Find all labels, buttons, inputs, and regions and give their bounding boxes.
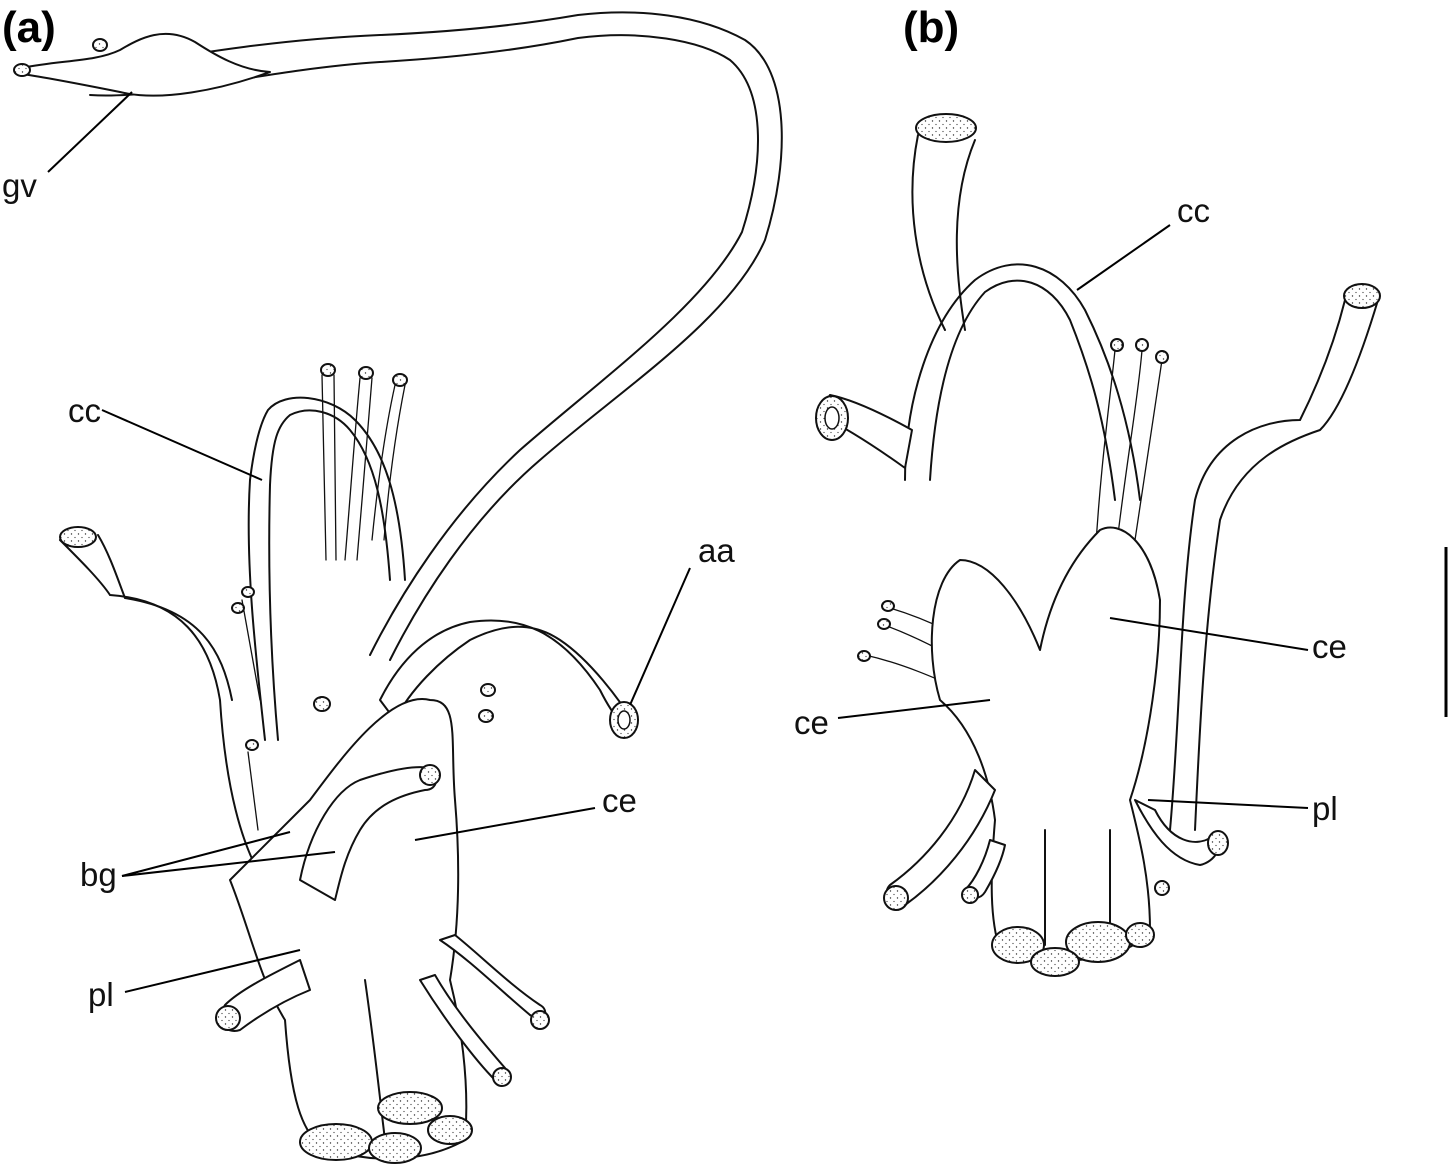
label-ce-b-left: ce bbox=[794, 704, 829, 741]
heart-ridge bbox=[364, 979, 386, 1141]
tube-2 bbox=[344, 377, 361, 561]
bg-branch-end bbox=[419, 764, 441, 786]
lower-left-limb-end bbox=[215, 1005, 241, 1031]
tube-end-aa2 bbox=[478, 709, 494, 723]
leader-ce-b-left bbox=[837, 699, 991, 719]
b-tube-3 bbox=[1134, 359, 1163, 541]
tube-1-end bbox=[320, 363, 336, 377]
bottom-cut-2 bbox=[377, 1091, 443, 1125]
left-limb-cut bbox=[59, 526, 97, 548]
b-small-tube-3-end bbox=[857, 650, 871, 662]
panel-a-drawing bbox=[13, 11, 783, 1164]
b-lower-left-limb-end bbox=[883, 885, 909, 911]
b-cc-loop-outer bbox=[904, 263, 1141, 501]
tube-2b bbox=[356, 377, 373, 561]
leader-pl-b bbox=[1147, 799, 1309, 809]
small-tube-end-1 bbox=[241, 586, 255, 598]
b-tube-1-end bbox=[1110, 338, 1124, 352]
panel-b-drawing bbox=[815, 113, 1381, 977]
b-side-vessel-lumen bbox=[824, 406, 840, 430]
tube-2-end bbox=[358, 366, 374, 380]
leader-aa bbox=[629, 567, 691, 706]
tube-1b bbox=[333, 374, 337, 561]
small-tube-1 bbox=[241, 599, 261, 701]
gv-swelling bbox=[21, 32, 271, 97]
leader-cc-a bbox=[101, 409, 263, 481]
leader-cc-b bbox=[1076, 224, 1171, 291]
panel-b-title: (b) bbox=[903, 3, 959, 52]
left-limb-inner bbox=[97, 534, 233, 701]
b-bottom-cut-1 bbox=[991, 926, 1045, 964]
label-cc-b: cc bbox=[1177, 192, 1210, 229]
b-upper-left-cut bbox=[915, 113, 977, 143]
small-tube-3 bbox=[247, 751, 259, 831]
b-bottom-cut-3 bbox=[1030, 947, 1080, 977]
b-tube-2-end bbox=[1135, 338, 1149, 352]
label-gv: gv bbox=[2, 167, 37, 204]
tube-3 bbox=[371, 384, 396, 541]
cc-loop-outer bbox=[249, 396, 406, 581]
heart-body bbox=[229, 698, 468, 1160]
long-vessel-outer bbox=[94, 11, 783, 661]
label-aa: aa bbox=[698, 532, 735, 569]
leader-bg-2 bbox=[121, 851, 336, 877]
leader-bg-1 bbox=[121, 831, 291, 877]
leader-ce-a bbox=[414, 807, 596, 841]
tube-3-end bbox=[392, 373, 408, 387]
aa-lumen bbox=[617, 710, 631, 730]
cc-left-wall-inner bbox=[268, 484, 279, 741]
long-vessel-inner bbox=[89, 34, 759, 656]
b-upper-left-tube-2 bbox=[955, 139, 976, 331]
b-tube-1 bbox=[1094, 349, 1116, 561]
tube-end-mid bbox=[313, 696, 331, 712]
b-bottom-cut-4 bbox=[1125, 922, 1155, 948]
panel-a-title: (a) bbox=[2, 3, 56, 52]
b-small-end-right bbox=[1154, 880, 1170, 896]
b-tube-3-end bbox=[1155, 350, 1169, 364]
b-small-tube-2-end bbox=[877, 618, 891, 630]
label-bg: bg bbox=[80, 856, 117, 893]
b-right-tube-outer bbox=[1169, 299, 1346, 831]
gv-side-branch bbox=[92, 38, 108, 52]
bottom-cut-1 bbox=[299, 1123, 373, 1161]
cc-loop-inner bbox=[269, 409, 391, 581]
b-lower-left-limb-2-end bbox=[961, 886, 979, 904]
gv-cut-end bbox=[13, 63, 31, 77]
bottom-cut-3 bbox=[368, 1132, 422, 1164]
b-small-tube-1-end bbox=[881, 600, 895, 612]
label-ce-a: ce bbox=[602, 782, 637, 819]
lower-right-limb-1-end bbox=[530, 1010, 550, 1030]
b-cc-loop-inner bbox=[929, 279, 1116, 501]
b-right-tube-cut bbox=[1343, 283, 1381, 309]
small-tube-end-2 bbox=[231, 602, 245, 614]
leader-gv bbox=[47, 91, 133, 173]
tube-3b bbox=[383, 384, 406, 541]
leader-pl-a bbox=[124, 949, 301, 993]
small-tube-end-3 bbox=[245, 739, 259, 751]
b-right-tube-inner bbox=[1194, 299, 1379, 831]
leader-ce-b-right bbox=[1109, 617, 1309, 651]
label-ce-b-right: ce bbox=[1312, 628, 1347, 665]
bottom-cut-4 bbox=[427, 1115, 473, 1145]
b-upper-left-tube-1 bbox=[911, 134, 946, 331]
left-limb-outer bbox=[59, 539, 271, 891]
tube-1 bbox=[321, 374, 327, 561]
label-pl-a: pl bbox=[88, 976, 114, 1013]
b-lower-right-limb-end bbox=[1207, 830, 1229, 856]
label-pl-b: pl bbox=[1312, 790, 1338, 827]
cc-left-wall bbox=[247, 479, 266, 741]
label-cc-a: cc bbox=[68, 392, 101, 429]
lower-right-limb-2-end bbox=[492, 1067, 512, 1087]
b-heart-body bbox=[930, 526, 1161, 962]
tube-end-aa1 bbox=[480, 683, 496, 697]
b-lower-right-limb bbox=[1134, 799, 1220, 866]
